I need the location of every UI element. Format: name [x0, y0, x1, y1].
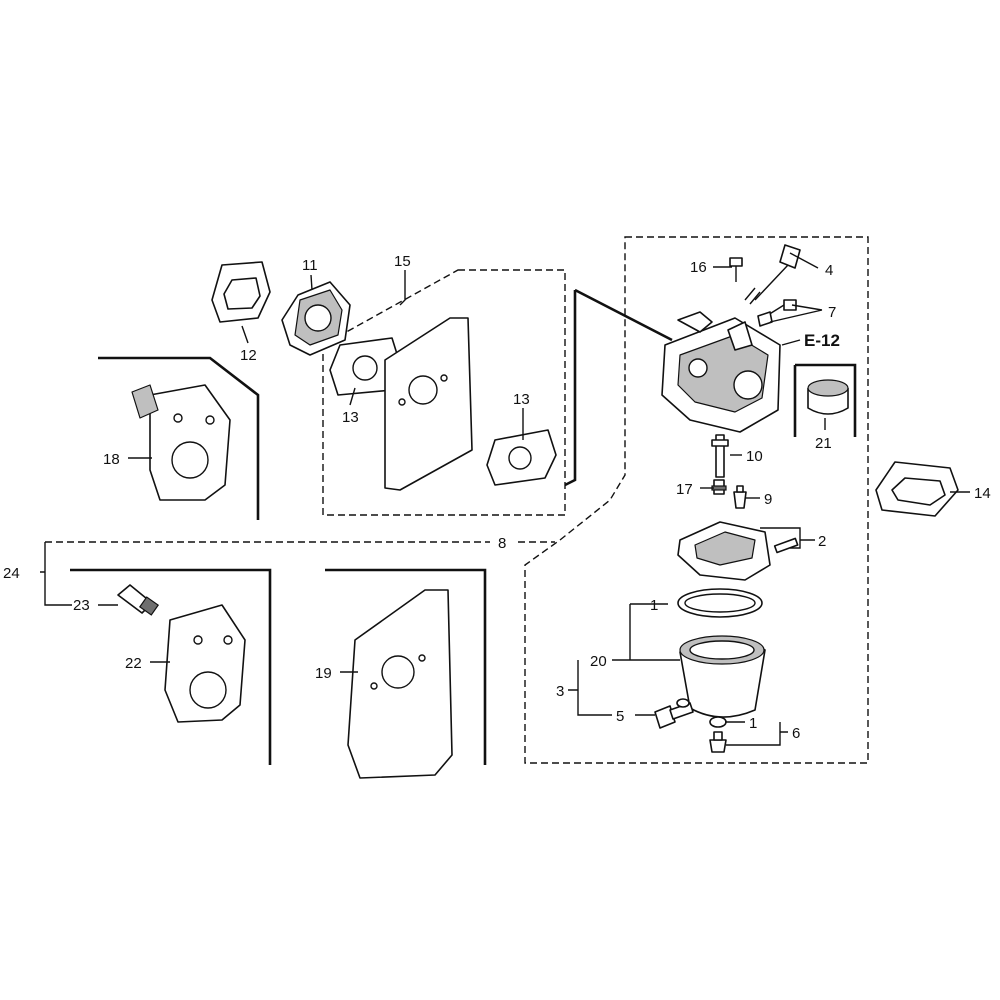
screw-7-icon	[757, 299, 797, 327]
gasket-13-upper-icon	[329, 337, 403, 396]
callout-13-upper[interactable]: 13	[342, 409, 359, 426]
group-frame-19	[325, 568, 487, 765]
washer-1-icon	[709, 716, 727, 728]
leader-lines	[40, 252, 970, 746]
cap-21-icon	[807, 379, 849, 415]
callout-23[interactable]: 23	[73, 597, 90, 614]
group-frame-carburetor	[524, 236, 869, 764]
joint-line	[564, 288, 673, 487]
group-frame-22	[70, 568, 272, 765]
float-2-icon	[677, 521, 799, 581]
insulator-11-icon	[281, 281, 351, 356]
screw-16-icon	[729, 257, 743, 282]
gasket-12-icon	[211, 261, 271, 323]
fitting-23-icon	[117, 584, 160, 616]
intake-manifold-22-icon	[164, 604, 246, 723]
callout-22[interactable]: 22	[125, 655, 142, 672]
drain-screw-5-icon	[654, 698, 694, 729]
callout-9[interactable]: 9	[764, 491, 772, 508]
callout-5[interactable]: 5	[616, 708, 624, 725]
callout-16[interactable]: 16	[690, 259, 707, 276]
callout-11[interactable]: 11	[302, 257, 318, 274]
main-jet-17-icon	[711, 479, 727, 495]
callout-4[interactable]: 4	[825, 262, 833, 279]
callout-2[interactable]: 2	[818, 533, 826, 550]
callout-19[interactable]: 19	[315, 665, 332, 682]
intake-manifold-18-icon	[131, 384, 231, 501]
pilot-screw-4-icon	[744, 244, 801, 305]
callout-14[interactable]: 14	[974, 485, 991, 502]
carburetor-body-icon	[661, 311, 781, 433]
callout-3[interactable]: 3	[556, 683, 564, 700]
callout-13-lower[interactable]: 13	[513, 391, 530, 408]
group-frame-18	[98, 356, 260, 520]
callout-15[interactable]: 15	[394, 253, 411, 270]
gasket-14-icon	[875, 461, 959, 517]
valve-9-icon	[733, 485, 747, 509]
callout-18[interactable]: 18	[103, 451, 120, 468]
reference-e12[interactable]: E-12	[804, 331, 840, 350]
callout-7[interactable]: 7	[828, 304, 836, 321]
callout-17[interactable]: 17	[676, 481, 693, 498]
callout-20[interactable]: 20	[590, 653, 607, 670]
gasket-13-lower-icon	[486, 429, 557, 486]
float-bowl-20-icon	[679, 635, 766, 718]
callout-21[interactable]: 21	[815, 435, 832, 452]
callout-12[interactable]: 12	[240, 347, 257, 364]
bolt-6-icon	[709, 731, 727, 753]
heat-plate-19-icon	[347, 589, 453, 779]
callout-1-upper[interactable]: 1	[650, 597, 658, 614]
needle-jet-10-icon	[711, 434, 729, 478]
group-frame-21	[793, 363, 857, 437]
callout-1-lower[interactable]: 1	[749, 715, 757, 732]
callout-10[interactable]: 10	[746, 448, 763, 465]
heat-plate-15-icon	[384, 317, 473, 491]
callout-6[interactable]: 6	[792, 725, 800, 742]
callout-24[interactable]: 24	[3, 565, 20, 582]
callout-8[interactable]: 8	[498, 535, 506, 552]
group-frame-15	[322, 269, 566, 516]
